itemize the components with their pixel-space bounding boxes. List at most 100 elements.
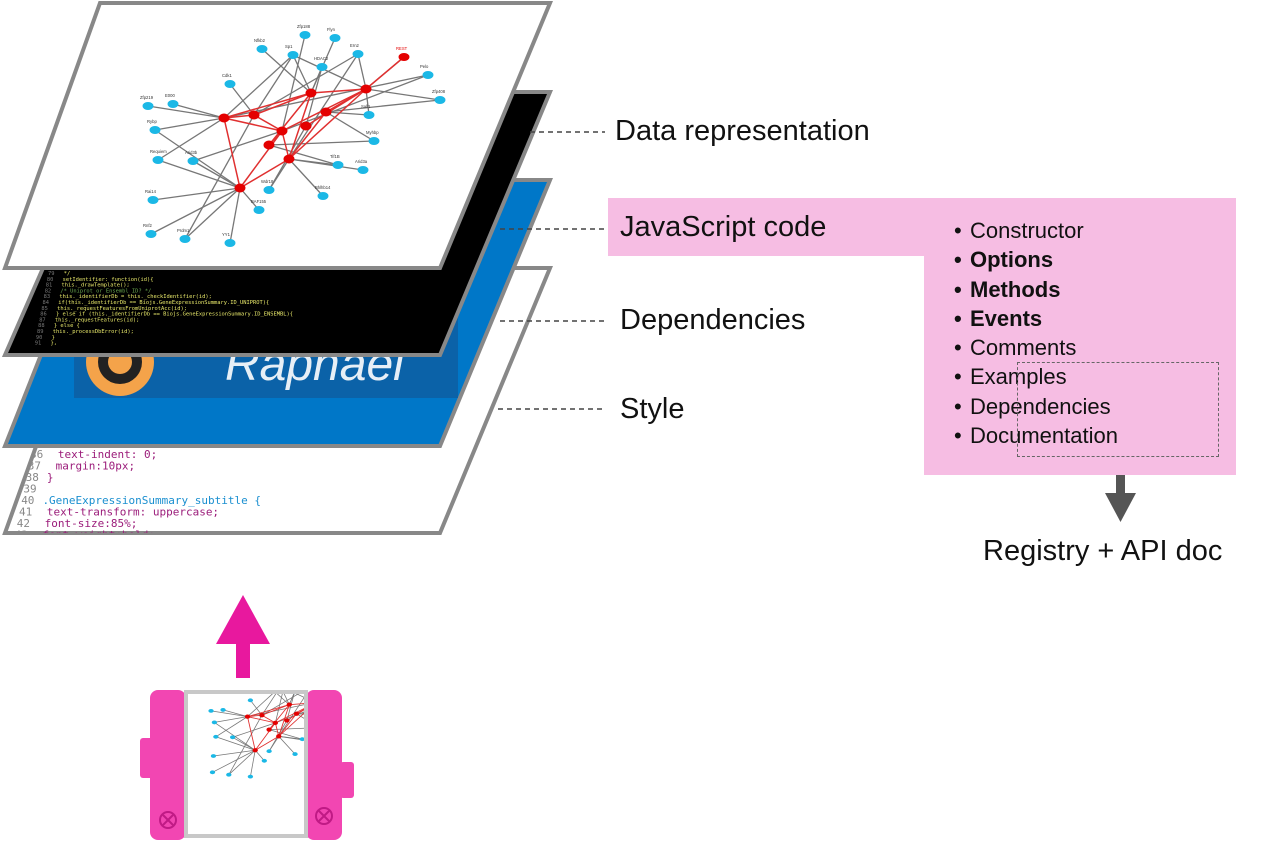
network-edge xyxy=(357,53,367,90)
widget-right-handle xyxy=(306,690,342,840)
feature-item: • Documentation xyxy=(954,421,1118,450)
feature-label: Examples xyxy=(970,364,1067,390)
js-code-line: 88 } else { xyxy=(38,323,80,329)
feature-item: •Events xyxy=(954,304,1118,333)
network-edge xyxy=(325,111,375,142)
network-node xyxy=(220,708,226,712)
network-hub-edge xyxy=(261,714,276,724)
network-hub-node xyxy=(259,713,265,718)
js-code-line: 80 setIdentifier: function(id){ xyxy=(47,277,154,283)
network-node xyxy=(152,156,164,164)
widget-network-preview xyxy=(208,675,336,779)
network-edge xyxy=(278,735,304,741)
network-node xyxy=(368,137,380,145)
network-hub-node xyxy=(244,714,251,719)
network-node xyxy=(226,772,232,777)
network-node xyxy=(247,774,254,779)
bullet-icon: • xyxy=(954,218,962,243)
component-widget xyxy=(140,675,354,840)
js-code-line: 81 this._drawTemplate(); xyxy=(46,283,130,289)
network-hub-node xyxy=(263,140,275,150)
bullet-icon: • xyxy=(954,335,962,361)
network-node-label: REST xyxy=(396,46,408,51)
feature-label: Methods xyxy=(970,276,1061,302)
feature-label: Constructor xyxy=(970,218,1084,243)
network-hub-edge xyxy=(268,92,312,146)
network-node xyxy=(331,685,336,689)
network-node-label: Tif1B xyxy=(330,154,340,159)
network-node xyxy=(309,684,314,688)
network-node xyxy=(261,758,267,763)
network-edge xyxy=(261,48,312,94)
network-node-label: Flyn xyxy=(327,27,336,32)
network-hub-node xyxy=(218,113,230,123)
network-edge xyxy=(296,713,304,715)
network-hub-edge xyxy=(281,130,290,160)
network-edge xyxy=(228,715,263,775)
network-node xyxy=(179,235,191,243)
bullet-icon: • xyxy=(954,423,962,449)
network-node-label: Bhlhb14 xyxy=(315,185,331,190)
network-hub-edge xyxy=(247,716,276,724)
bullet-icon: • xyxy=(954,305,962,331)
network-node xyxy=(293,694,296,695)
network-hub-node xyxy=(252,748,258,753)
network-edge xyxy=(213,749,256,757)
network-node xyxy=(256,45,268,53)
network-node-label: Requiem xyxy=(150,149,167,154)
network-hub-edge xyxy=(223,117,283,132)
network-node-label: Prdm1 xyxy=(177,228,190,233)
network-node xyxy=(208,708,214,713)
network-node xyxy=(363,111,375,119)
style-code-line: 41 text-transform: uppercase; xyxy=(19,506,219,519)
network-node-label: Rybp xyxy=(147,119,157,124)
network-node xyxy=(147,196,159,204)
network-node-label: Cdk1 xyxy=(222,73,232,78)
network-hub-node xyxy=(272,720,278,726)
network-node xyxy=(213,734,219,739)
documentation-selection-box xyxy=(1017,362,1219,457)
network-edge xyxy=(215,736,256,751)
network-hub-node xyxy=(293,711,300,716)
network-hub-edge xyxy=(274,722,280,737)
style-code-line: 43 font-weight:bold; xyxy=(15,529,155,542)
network-node xyxy=(187,157,199,165)
network-node xyxy=(247,698,254,703)
network-node xyxy=(210,754,217,758)
network-edge xyxy=(325,111,370,116)
network-hub-node xyxy=(248,110,260,120)
network-hub-node xyxy=(320,107,332,117)
network-hub-node xyxy=(276,126,288,136)
style-code-line: 42 font-size:85%; xyxy=(17,517,138,530)
feature-label: Documentation xyxy=(970,423,1118,449)
network-hub-edge xyxy=(288,111,327,160)
network-node xyxy=(299,737,304,742)
network-hub-node xyxy=(305,88,317,98)
js-code-line: 89 this._processDbError(id); xyxy=(37,329,134,335)
network-hub-edge xyxy=(223,117,241,189)
network-hub-edge xyxy=(223,92,312,119)
network-edge xyxy=(253,54,294,116)
style-code-line: 39 xyxy=(23,483,36,496)
network-node xyxy=(357,166,369,174)
network-edge xyxy=(288,158,364,171)
network-node xyxy=(230,735,236,740)
style-code-block: 36 text-indent: 0;37 margin:10px;38}3940… xyxy=(15,448,261,542)
network-edge xyxy=(222,709,248,718)
network-hub-node xyxy=(360,84,372,94)
network-node xyxy=(352,50,364,58)
network-node xyxy=(209,770,216,775)
network-hub-edge xyxy=(253,92,312,116)
network-edge xyxy=(192,160,241,189)
network-edge xyxy=(296,694,304,698)
network-node xyxy=(167,100,179,108)
network-hub-edge xyxy=(288,88,367,160)
network-node xyxy=(316,63,328,71)
network-hub-edge xyxy=(288,92,312,160)
network-edge xyxy=(278,736,296,755)
network-node-label: Zfp219 xyxy=(140,95,154,100)
registry-arrow xyxy=(1105,455,1136,522)
network-node xyxy=(284,675,289,679)
callout-panel xyxy=(924,256,1236,475)
